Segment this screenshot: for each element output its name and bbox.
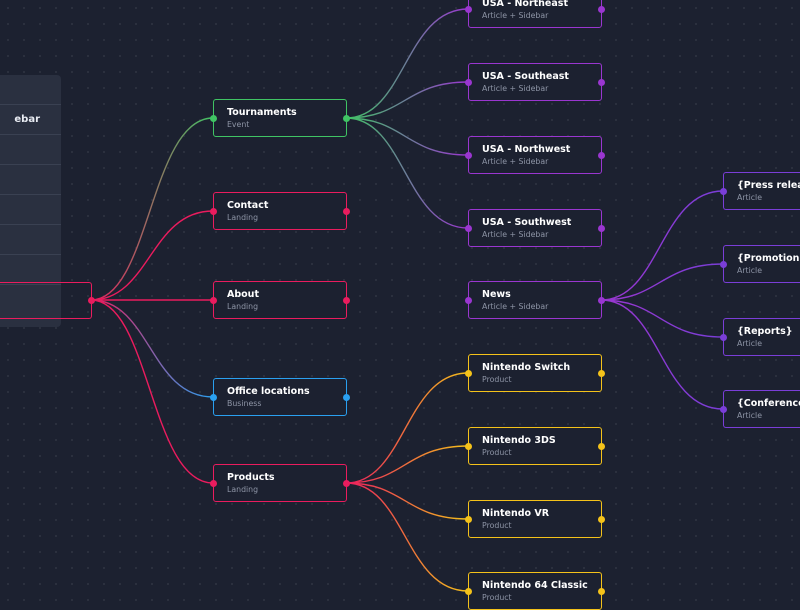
node-title: Products xyxy=(227,472,275,483)
node-title: {Conferences} xyxy=(737,398,800,409)
node-type: Article + Sidebar xyxy=(482,302,549,311)
output-port[interactable] xyxy=(598,5,605,13)
node-type: Article + Sidebar xyxy=(482,84,549,93)
node-news[interactable]: News Article + Sidebar xyxy=(465,281,605,319)
panel-row xyxy=(0,135,61,165)
input-port[interactable] xyxy=(210,207,217,215)
node-title: USA - Northwest xyxy=(482,144,571,155)
node-type: Product xyxy=(482,375,512,384)
panel-row xyxy=(0,75,61,105)
node-about[interactable]: About Landing xyxy=(210,281,350,319)
node-reports[interactable]: {Reports} Article xyxy=(720,318,800,356)
node-type: Business xyxy=(227,399,262,408)
root-node[interactable] xyxy=(0,282,95,319)
input-port[interactable] xyxy=(720,333,727,341)
input-port[interactable] xyxy=(465,5,472,13)
node-type: Product xyxy=(482,593,512,602)
output-port[interactable] xyxy=(343,114,350,122)
node-title: Nintendo 64 Classic xyxy=(482,580,588,591)
input-port[interactable] xyxy=(720,187,727,195)
node-contact[interactable]: Contact Landing xyxy=(210,192,350,230)
root-node-label: ebar xyxy=(0,105,61,135)
node-title: Nintendo 3DS xyxy=(482,435,556,446)
root-output-port[interactable] xyxy=(88,297,95,304)
node-type: Article xyxy=(737,266,763,275)
output-port[interactable] xyxy=(598,78,605,86)
node-usa-southeast[interactable]: USA - Southeast Article + Sidebar xyxy=(465,63,605,101)
input-port[interactable] xyxy=(465,515,472,523)
node-type: Article xyxy=(737,411,763,420)
input-port[interactable] xyxy=(465,151,472,159)
node-office-locations[interactable]: Office locations Business xyxy=(210,378,350,416)
node-title: {Press releases} xyxy=(737,180,800,191)
panel-row xyxy=(0,225,61,255)
node-nintendo-switch[interactable]: Nintendo Switch Product xyxy=(465,354,605,392)
node-title: News xyxy=(482,289,511,300)
output-port[interactable] xyxy=(598,151,605,159)
node-conferences[interactable]: {Conferences} Article xyxy=(720,390,800,428)
node-products[interactable]: Products Landing xyxy=(210,464,350,502)
node-type: Landing xyxy=(227,302,259,311)
output-port[interactable] xyxy=(598,587,605,595)
input-port[interactable] xyxy=(210,114,217,122)
input-port[interactable] xyxy=(465,224,472,232)
node-type: Article xyxy=(737,193,763,202)
node-type: Event xyxy=(227,120,250,129)
input-port[interactable] xyxy=(465,369,472,377)
input-port[interactable] xyxy=(720,260,727,268)
node-type: Article + Sidebar xyxy=(482,230,549,239)
input-port[interactable] xyxy=(210,479,217,487)
node-type: Product xyxy=(482,448,512,457)
output-port[interactable] xyxy=(598,296,605,304)
input-port[interactable] xyxy=(465,587,472,595)
node-title: Tournaments xyxy=(227,107,297,118)
input-port[interactable] xyxy=(720,405,727,413)
node-type: Article + Sidebar xyxy=(482,11,549,20)
node-nintendo-64-classic[interactable]: Nintendo 64 Classic Product xyxy=(465,572,605,610)
node-type: Landing xyxy=(227,213,259,222)
node-title: USA - Southeast xyxy=(482,71,569,82)
input-port[interactable] xyxy=(465,442,472,450)
node-press-releases[interactable]: {Press releases} Article xyxy=(720,172,800,210)
node-nintendo-vr[interactable]: Nintendo VR Product xyxy=(465,500,605,538)
node-type: Landing xyxy=(227,485,259,494)
output-port[interactable] xyxy=(598,442,605,450)
node-title: USA - Southwest xyxy=(482,217,572,228)
node-type: Article + Sidebar xyxy=(482,157,549,166)
output-port[interactable] xyxy=(343,207,350,215)
output-port[interactable] xyxy=(343,479,350,487)
node-title: Nintendo VR xyxy=(482,508,550,519)
input-port[interactable] xyxy=(210,393,217,401)
node-title: {Promotions} xyxy=(737,253,800,264)
output-port[interactable] xyxy=(598,515,605,523)
input-port[interactable] xyxy=(210,296,217,304)
input-port[interactable] xyxy=(465,78,472,86)
node-title: Contact xyxy=(227,200,269,211)
root-node-panel[interactable]: ebar xyxy=(0,75,61,327)
node-usa-northeast[interactable]: USA - Northeast Article + Sidebar xyxy=(465,0,605,28)
node-title: Office locations xyxy=(227,386,310,397)
output-port[interactable] xyxy=(598,369,605,377)
input-port[interactable] xyxy=(465,296,472,304)
node-promotions[interactable]: {Promotions} Article xyxy=(720,245,800,283)
node-type: Product xyxy=(482,521,512,530)
output-port[interactable] xyxy=(343,393,350,401)
node-title: USA - Northeast xyxy=(482,0,568,9)
node-title: {Reports} xyxy=(737,326,793,337)
panel-row xyxy=(0,195,61,225)
node-type: Article xyxy=(737,339,763,348)
node-usa-southwest[interactable]: USA - Southwest Article + Sidebar xyxy=(465,209,605,247)
output-port[interactable] xyxy=(343,296,350,304)
node-usa-northwest[interactable]: USA - Northwest Article + Sidebar xyxy=(465,136,605,174)
panel-row xyxy=(0,165,61,195)
panel-row xyxy=(0,255,61,285)
output-port[interactable] xyxy=(598,224,605,232)
node-title: About xyxy=(227,289,259,300)
node-tournaments[interactable]: Tournaments Event xyxy=(210,99,350,137)
node-title: Nintendo Switch xyxy=(482,362,571,373)
node-nintendo-3ds[interactable]: Nintendo 3DS Product xyxy=(465,427,605,465)
